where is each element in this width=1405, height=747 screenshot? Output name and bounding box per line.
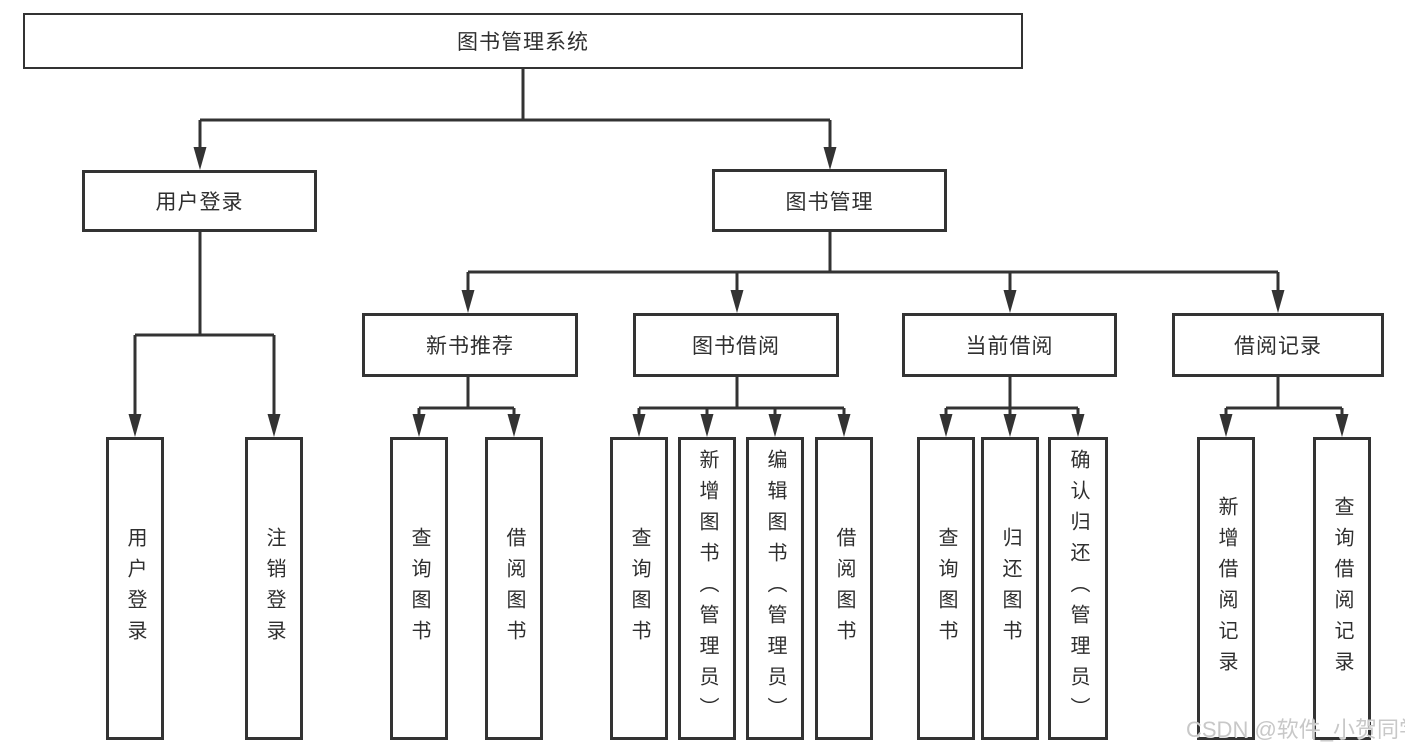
leaf-label: 归还图书 [999,526,1021,651]
node-label: 图书借阅 [692,335,780,358]
leaf-add-borrow-record: 新增借阅记录 [1197,437,1255,740]
connector-bookborrow-to-leaves [632,377,851,437]
leaf-label: 确认归还（管理员） [1067,449,1089,728]
arrowhead [1003,290,1017,313]
leaf-label: 注销登录 [263,526,285,651]
leaf-label: 编辑图书（管理员） [764,449,786,728]
leaf-borrow-books: 借阅图书 [815,437,873,740]
leaf-query-books-borrow: 查询图书 [610,437,668,740]
arrowhead [193,147,207,170]
arrowhead [632,414,646,437]
arrowhead [1271,290,1285,313]
leaf-query-borrow-record: 查询借阅记录 [1313,437,1371,740]
leaf-query-books-current: 查询图书 [917,437,975,740]
node-label: 新书推荐 [426,335,514,358]
connector-currentborrow-to-leaves [939,377,1085,437]
node-book-borrow: 图书借阅 [633,313,839,377]
arrowhead [128,414,142,437]
leaf-add-book-admin: 新增图书（管理员） [678,437,736,740]
leaf-label: 查询图书 [408,526,430,651]
node-root-system: 图书管理系统 [23,13,1023,69]
arrowhead [730,290,744,313]
leaf-label: 借阅图书 [503,526,525,651]
leaf-return-book: 归还图书 [981,437,1039,740]
arrowhead [1003,414,1017,437]
arrowhead [461,290,475,313]
leaf-label: 新增图书（管理员） [696,449,718,728]
leaf-label: 查询图书 [628,526,650,651]
node-new-book-recommend: 新书推荐 [362,313,578,377]
arrowhead [939,414,953,437]
arrowhead [837,414,851,437]
node-book-management: 图书管理 [712,169,947,232]
arrowhead [823,147,837,170]
node-current-borrow: 当前借阅 [902,313,1117,377]
leaf-edit-book-admin: 编辑图书（管理员） [746,437,804,740]
leaf-logout: 注销登录 [245,437,303,740]
node-user-login: 用户登录 [82,170,317,232]
connector-bookmgmt-to-level3 [461,232,1285,313]
arrowhead [412,414,426,437]
arrowhead [267,414,281,437]
arrowhead [700,414,714,437]
arrowhead [1335,414,1349,437]
node-label: 用户登录 [155,191,244,214]
leaf-label: 查询图书 [935,526,957,651]
leaf-label: 借阅图书 [833,526,855,651]
node-label: 借阅记录 [1234,335,1322,358]
node-label: 图书管理系统 [457,31,589,54]
leaf-label: 查询借阅记录 [1331,495,1353,682]
leaf-query-books-recommend: 查询图书 [390,437,448,740]
leaf-confirm-return-admin: 确认归还（管理员） [1048,437,1108,740]
node-label: 图书管理 [785,190,874,214]
connector-userlogin-to-leaves [128,232,281,437]
connector-root-to-level2 [193,69,837,170]
leaf-label: 新增借阅记录 [1215,495,1237,682]
csdn-watermark: CSDN @软件_小贺同学 [1186,717,1405,742]
arrowhead [1071,414,1085,437]
arrowhead [507,414,521,437]
leaf-borrow-books-recommend: 借阅图书 [485,437,543,740]
leaf-label: 用户登录 [124,526,146,651]
leaf-user-login: 用户登录 [106,437,164,740]
connector-newbook-to-leaves [412,377,521,437]
node-label: 当前借阅 [965,335,1054,358]
node-borrow-records: 借阅记录 [1172,313,1384,377]
arrowhead [1219,414,1233,437]
arrowhead [768,414,782,437]
connector-borrowrecords-to-leaves [1219,377,1349,437]
